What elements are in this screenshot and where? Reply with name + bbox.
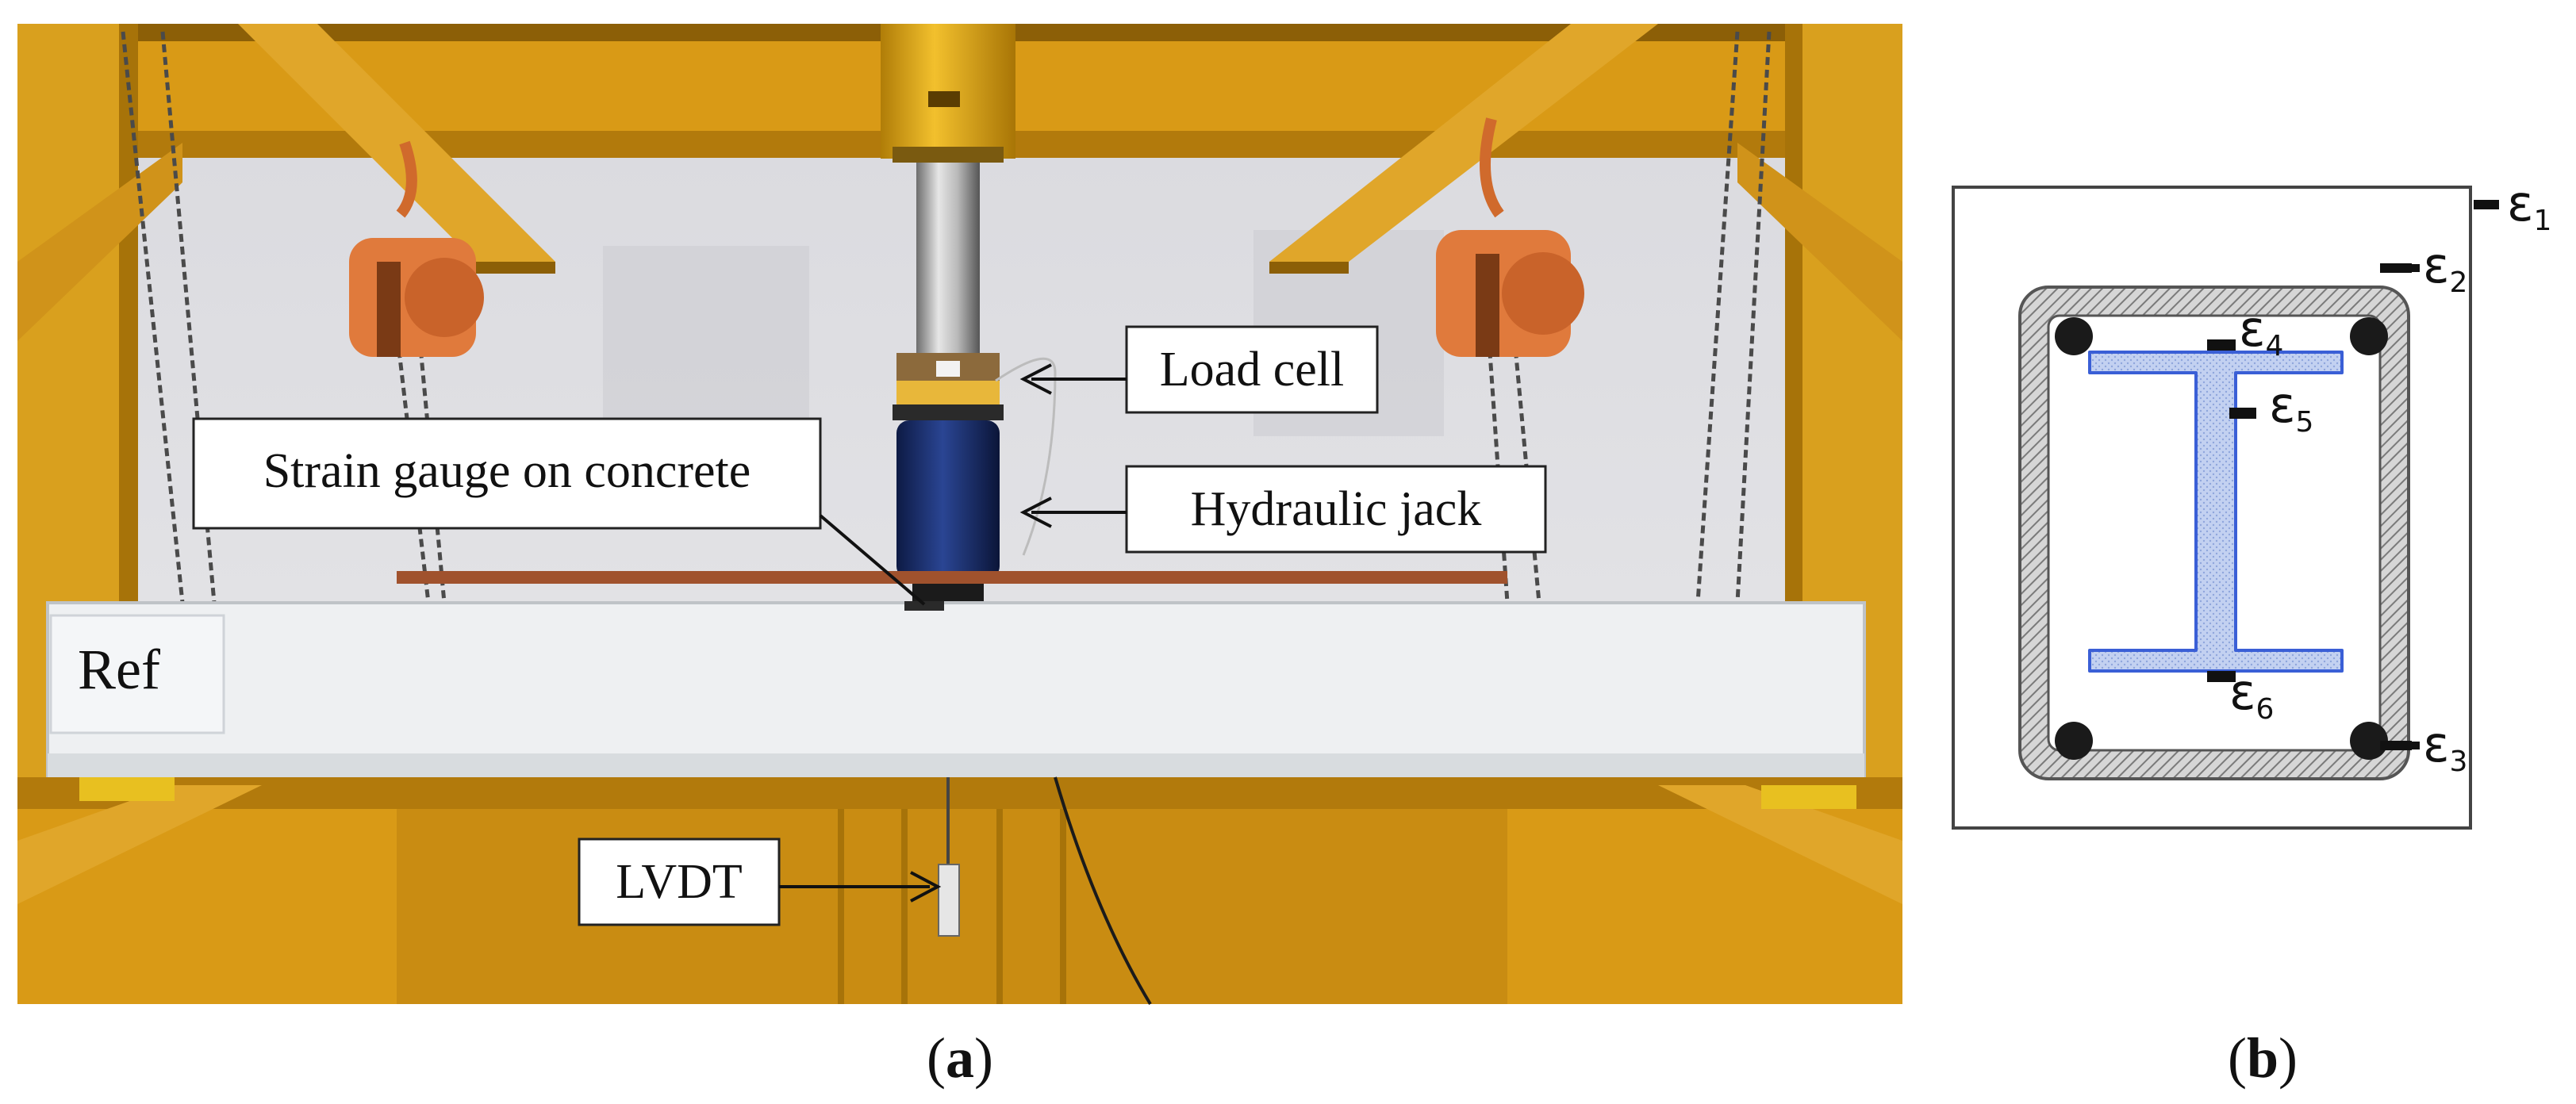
specimen-label: Ref (78, 638, 160, 701)
callout-strain-gauge: Strain gauge on concrete (192, 417, 926, 606)
concrete-beam (46, 601, 1866, 779)
svg-text:LVDT: LVDT (616, 855, 743, 909)
gauge-label-e6: ε6 (2229, 663, 2274, 726)
right-chain-hoist (1436, 117, 1584, 357)
gauge-label-e1: ε1 (2507, 174, 2551, 237)
rebar-bottom-left (2055, 722, 2093, 760)
rebar-top-right (2350, 317, 2388, 355)
svg-text:Load cell: Load cell (1160, 343, 1344, 397)
steel-i-section (2088, 351, 2344, 673)
left-chain-hoist (349, 140, 484, 357)
gauge-label-e4: ε4 (2239, 300, 2283, 362)
gauge-label-e5: ε5 (2269, 376, 2313, 439)
caption-b: (b) (2228, 1026, 2298, 1090)
rebar-top-left (2055, 317, 2093, 355)
callout-lvdt: LVDT (578, 838, 942, 926)
right-support (1761, 785, 1856, 809)
gauge-label-e2: ε2 (2423, 236, 2467, 299)
actuator-rod (916, 163, 980, 353)
right-brace (1269, 24, 1658, 262)
strain-gauge (904, 601, 944, 611)
caption-a: (a) (927, 1026, 993, 1090)
panel-b-section: ε1 ε2 ε3 ε4 ε5 ε6 (1952, 174, 2551, 830)
tie-rod (397, 571, 1507, 584)
panel-a-photo: Ref (17, 24, 1902, 1006)
callout-load-cell: Load cell (1019, 325, 1379, 414)
svg-text:Strain gauge on concrete: Strain gauge on concrete (263, 444, 751, 498)
hydraulic-jack (896, 420, 1000, 579)
gauge-label-e3: ε3 (2423, 715, 2467, 778)
left-brace (238, 24, 555, 262)
actuator (881, 24, 1057, 603)
svg-text:Hydraulic jack: Hydraulic jack (1191, 482, 1482, 536)
rebar-bottom-right (2350, 722, 2388, 760)
left-support (79, 777, 175, 801)
specimen-label-tag (49, 614, 225, 734)
lvdt (938, 864, 960, 937)
callout-hydraulic-jack: Hydraulic jack (1019, 465, 1547, 554)
